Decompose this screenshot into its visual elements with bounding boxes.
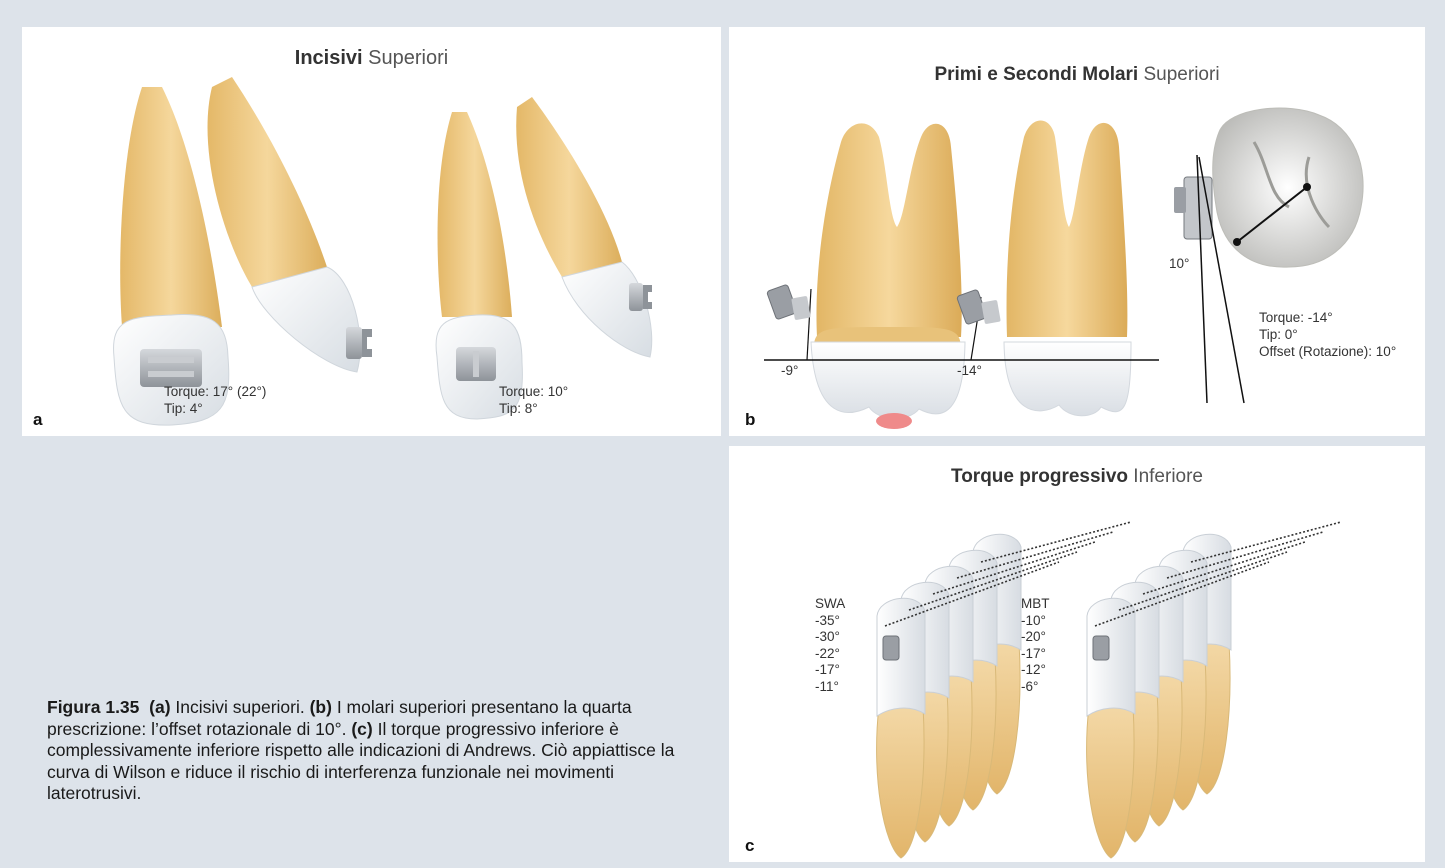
first-molar — [811, 123, 965, 429]
incisors-illustration — [22, 27, 721, 436]
offset-angle-label: 10° — [1169, 255, 1189, 272]
bracket — [883, 636, 899, 660]
bracket — [1093, 636, 1109, 660]
left-incisor-specs: Torque: 17° (22°) Tip: 4° — [164, 383, 266, 417]
lateral-incisor-profile — [516, 97, 652, 357]
molar-specs: Torque: -14° Tip: 0° Offset (Rotazione):… — [1259, 309, 1396, 360]
figure-label: Figura 1.35 — [47, 697, 139, 717]
first-molar-angle: -9° — [781, 362, 798, 379]
lateral-incisor-front — [436, 112, 522, 419]
mbt-teeth-group — [1087, 534, 1231, 858]
molar-tube-first — [767, 284, 811, 320]
panel-b-molars: Primi e Secondi Molari Superiori — [729, 27, 1425, 436]
molars-illustration — [729, 27, 1425, 436]
swa-teeth-group — [877, 534, 1021, 858]
panel-c-label: c — [745, 836, 754, 856]
second-molar-angle: -14° — [957, 362, 982, 379]
second-molar — [1004, 121, 1131, 416]
figure-caption: Figura 1.35 (a) Incisivi superiori. (b) … — [47, 697, 702, 805]
swa-values: SWA -35° -30° -22° -17° -11° — [815, 596, 845, 695]
lower-tooth — [877, 598, 925, 858]
panel-b-label: b — [745, 410, 755, 430]
right-incisor-specs: Torque: 10° Tip: 8° — [499, 383, 568, 417]
panel-c-progressive-torque: Torque progressivo Inferiore SWA -35° -3… — [729, 446, 1425, 862]
panel-a-incisors: Incisivi Superiori — [22, 27, 721, 436]
molar-tube-second — [957, 289, 1001, 325]
occlusal-contact — [876, 413, 912, 429]
left-incisor-profile — [208, 77, 372, 372]
bracket — [140, 349, 202, 387]
lower-tooth — [1087, 598, 1135, 858]
panel-a-label: a — [33, 410, 42, 430]
mbt-values: MBT -10° -20° -17° -12° -6° — [1021, 596, 1050, 695]
molar-occlusal-view — [1174, 108, 1363, 267]
